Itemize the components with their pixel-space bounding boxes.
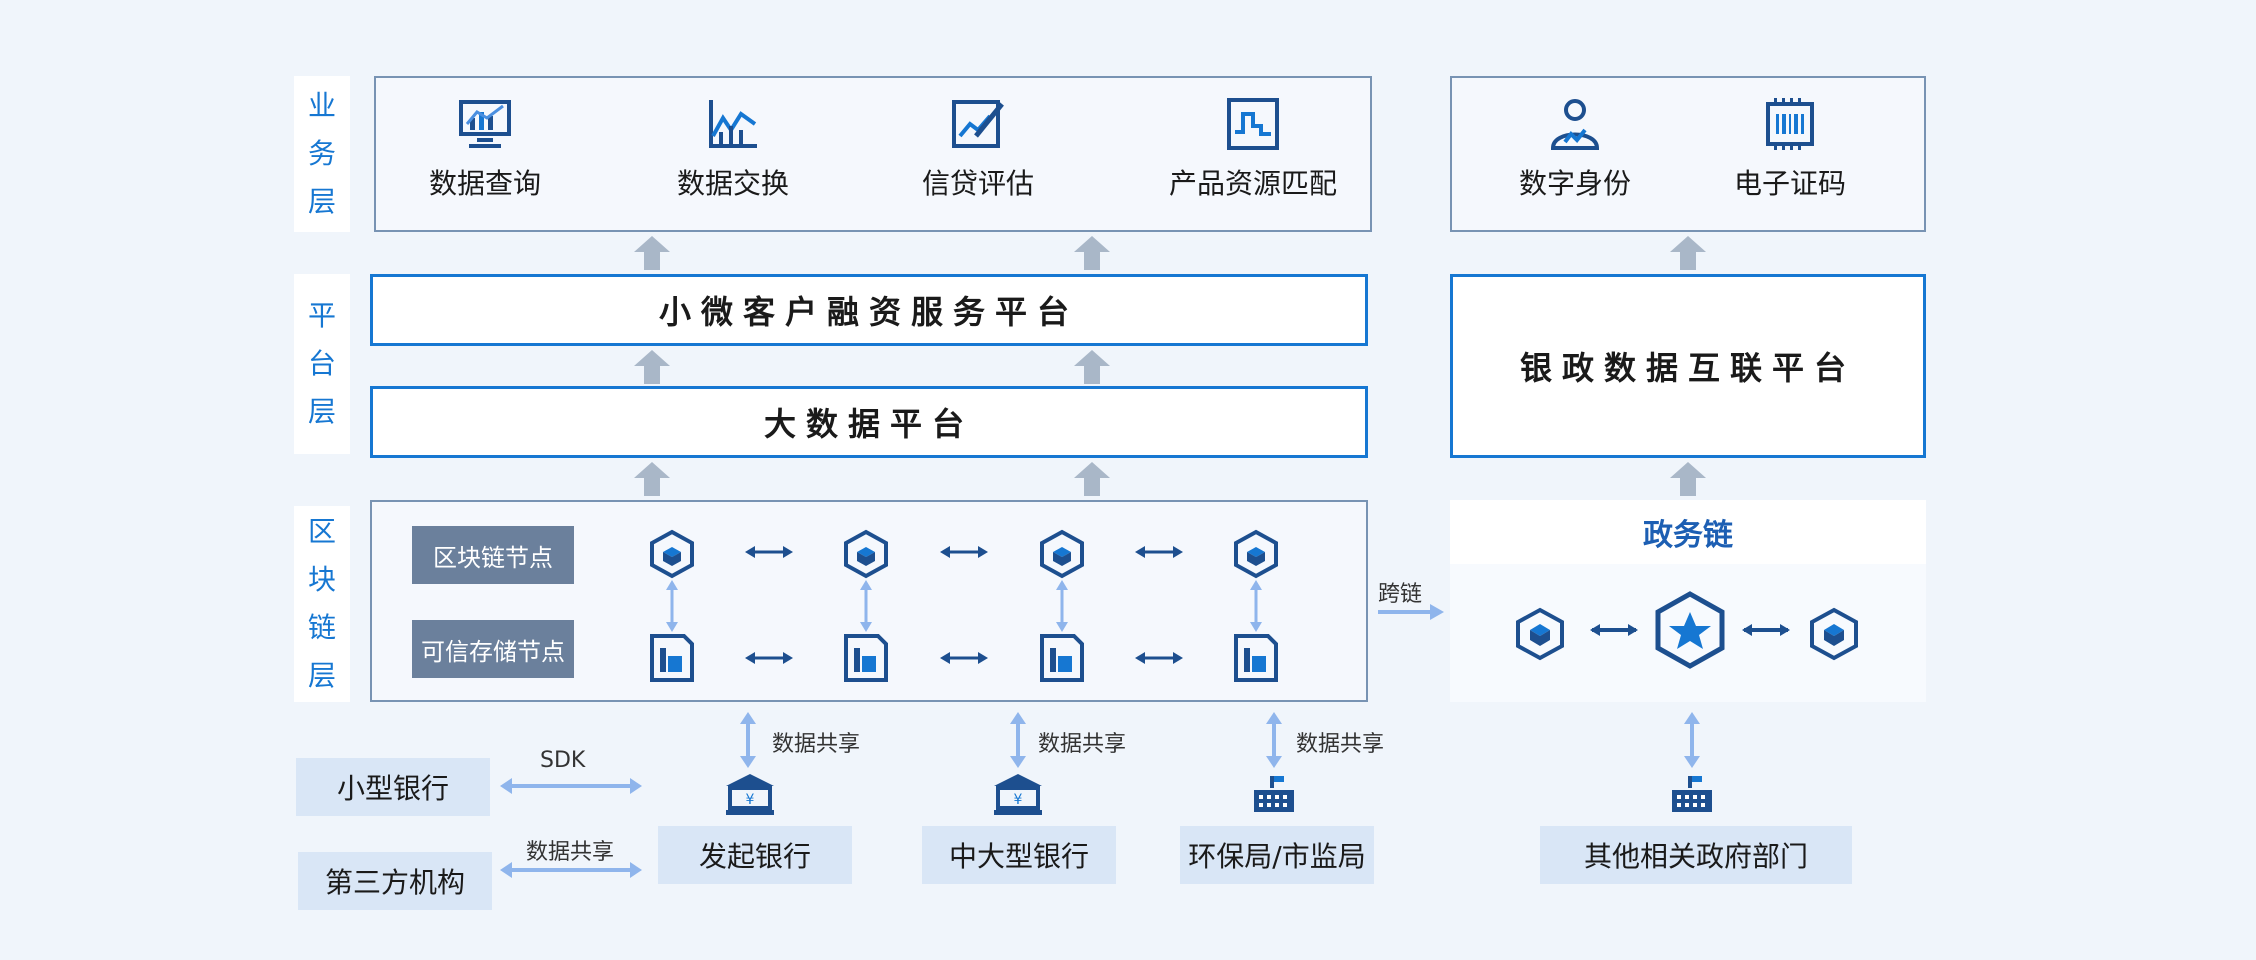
layer-char: 层 xyxy=(307,185,336,218)
layer-char: 台 xyxy=(307,347,336,380)
line-chart-icon xyxy=(709,100,757,148)
biz-label: 数字身份 xyxy=(1518,167,1631,200)
cube-icon xyxy=(1040,529,1084,579)
data-share-arrow-1 xyxy=(740,712,756,768)
vertical-link-arrow xyxy=(1056,580,1068,632)
layer-char: 区 xyxy=(307,515,336,548)
biz-label: 数据交换 xyxy=(676,167,789,200)
layer-label-platform: 平 台 层 xyxy=(294,274,350,454)
bank-gov-platform[interactable]: 银政数据互联平台 xyxy=(1450,274,1926,458)
data-share-arrow-2 xyxy=(1010,712,1026,768)
biz-item-data-query[interactable]: 数据查询 xyxy=(405,96,565,202)
up-arrow-icon xyxy=(1670,462,1706,496)
horizontal-link-arrow xyxy=(940,546,988,558)
layer-char: 层 xyxy=(307,659,336,692)
data-share-label-1: 数据共享 xyxy=(772,732,861,757)
biz-item-product-matching[interactable]: 产品资源匹配 xyxy=(1143,96,1363,202)
bank-icon: ¥ xyxy=(994,774,1042,815)
layer-label-blockchain: 区 块 链 层 xyxy=(294,506,350,702)
up-arrow-icon xyxy=(1074,462,1110,496)
cube-icon xyxy=(844,529,888,579)
biz-item-credit-assessment[interactable]: 信贷评估 xyxy=(898,96,1058,202)
cube-icon xyxy=(1234,529,1278,579)
org-mid-large-bank[interactable]: 中大型银行 xyxy=(922,826,1116,884)
big-data-platform[interactable]: 大数据平台 xyxy=(370,386,1368,458)
gov-link-arrow xyxy=(1684,712,1700,768)
gov-building-icon xyxy=(1672,776,1712,812)
bank-icon: ¥ xyxy=(726,774,774,815)
cross-chain-arrow-icon xyxy=(1378,604,1444,620)
cube-icon xyxy=(1516,607,1564,661)
vertical-link-arrow xyxy=(1250,580,1262,632)
layer-char: 层 xyxy=(307,395,336,428)
third-party-share-arrow-icon xyxy=(500,862,642,878)
horizontal-link-arrow xyxy=(1135,652,1183,664)
biz-label: 产品资源匹配 xyxy=(1168,167,1337,200)
biz-item-digital-identity[interactable]: 数字身份 xyxy=(1495,96,1655,202)
storage-file-icon xyxy=(650,634,694,682)
up-arrow-icon xyxy=(634,236,670,270)
up-arrow-icon xyxy=(1670,236,1706,270)
horizontal-link-arrow xyxy=(745,546,793,558)
biz-label: 数据查询 xyxy=(428,167,541,200)
horizontal-link-arrow xyxy=(1135,546,1183,558)
gov-chain-title: 政务链 xyxy=(1450,500,1926,564)
up-arrow-icon xyxy=(634,350,670,384)
barcode-chip-icon xyxy=(1766,98,1814,150)
waveform-icon xyxy=(1227,98,1279,150)
cross-chain-label: 跨链 xyxy=(1378,582,1423,607)
gov-chain-nodes xyxy=(1516,591,1858,669)
org-small-bank[interactable]: 小型银行 xyxy=(296,758,490,816)
org-env-market[interactable]: 环保局/市监局 xyxy=(1180,826,1374,884)
horizontal-link-arrow xyxy=(745,652,793,664)
org-other-gov[interactable]: 其他相关政府部门 xyxy=(1540,826,1852,884)
monitor-chart-icon xyxy=(459,100,511,148)
data-share-label-2: 数据共享 xyxy=(1038,732,1127,757)
layer-char: 链 xyxy=(307,611,336,644)
business-panel-left xyxy=(374,76,1372,232)
layer-char: 务 xyxy=(307,137,336,170)
up-arrow-icon xyxy=(1074,236,1110,270)
sdk-label: SDK xyxy=(540,748,586,773)
layer-char: 块 xyxy=(307,563,336,596)
business-panel-right xyxy=(1450,76,1926,232)
data-share-arrow-3 xyxy=(1266,712,1282,768)
gov-building-icon xyxy=(1254,776,1294,812)
vertical-link-arrow xyxy=(666,580,678,632)
cube-icon xyxy=(1810,607,1858,661)
cube-icon xyxy=(650,529,694,579)
vertical-link-arrow xyxy=(860,580,872,632)
trusted-storage-tag: 可信存储节点 xyxy=(412,620,574,678)
blockchain-grid xyxy=(650,529,1278,682)
org-initiating-bank[interactable]: 发起银行 xyxy=(658,826,852,884)
biz-label: 信贷评估 xyxy=(921,167,1034,200)
svg-text:¥: ¥ xyxy=(746,792,755,808)
horizontal-link-arrow xyxy=(940,652,988,664)
edit-chart-icon xyxy=(952,100,1004,148)
org-third-party[interactable]: 第三方机构 xyxy=(298,852,492,910)
third-party-share-label: 数据共享 xyxy=(526,840,615,865)
data-share-label-3: 数据共享 xyxy=(1296,732,1385,757)
storage-file-icon xyxy=(844,634,888,682)
up-arrow-icon xyxy=(634,462,670,496)
svg-text:¥: ¥ xyxy=(1014,792,1023,808)
blockchain-node-tag: 区块链节点 xyxy=(412,526,574,584)
up-arrow-icon xyxy=(1074,350,1110,384)
biz-label: 电子证码 xyxy=(1733,167,1846,200)
storage-file-icon xyxy=(1040,634,1084,682)
layer-label-business: 业 务 层 xyxy=(294,76,350,232)
sme-finance-platform[interactable]: 小微客户融资服务平台 xyxy=(370,274,1368,346)
biz-item-e-certificate[interactable]: 电子证码 xyxy=(1710,96,1870,202)
layer-char: 平 xyxy=(307,299,336,332)
person-id-icon xyxy=(1550,99,1600,150)
sdk-arrow-icon xyxy=(500,778,642,794)
storage-file-icon xyxy=(1234,634,1278,682)
biz-item-data-exchange[interactable]: 数据交换 xyxy=(653,96,813,202)
star-node-icon xyxy=(1655,591,1725,669)
layer-char: 业 xyxy=(307,89,336,122)
